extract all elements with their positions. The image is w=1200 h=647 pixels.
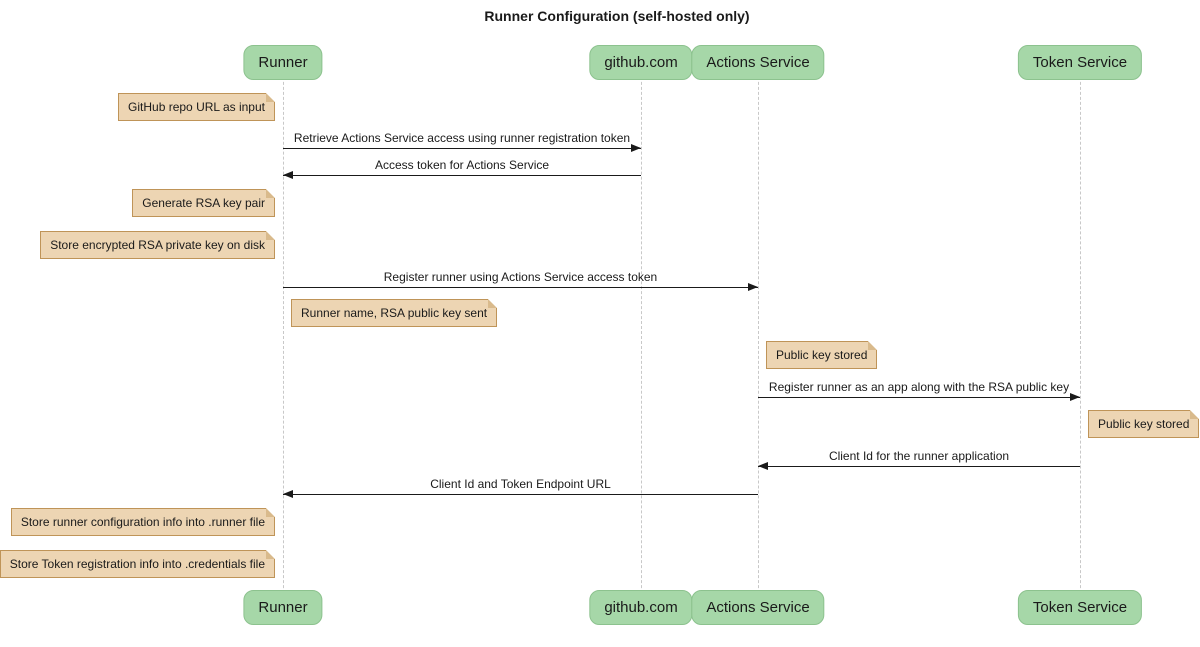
message-line-2 xyxy=(283,287,758,288)
message-line-0 xyxy=(283,148,641,149)
actor-token-service-bottom: Token Service xyxy=(1017,590,1143,625)
lifeline-runner xyxy=(282,62,284,608)
message-line-4 xyxy=(758,466,1080,467)
message-line-3 xyxy=(758,397,1080,398)
arrowhead-icon xyxy=(283,490,293,498)
actor-github-bottom: github.com xyxy=(589,590,693,625)
lifeline-actions-service xyxy=(757,62,759,608)
message-label-5: Client Id and Token Endpoint URL xyxy=(430,477,611,491)
note-0: GitHub repo URL as input xyxy=(118,93,275,121)
actor-token-service-top: Token Service xyxy=(1017,45,1143,80)
message-line-5 xyxy=(283,494,758,495)
lifeline-github xyxy=(640,62,642,608)
message-label-3: Register runner as an app along with the… xyxy=(768,380,1070,394)
arrowhead-icon xyxy=(748,283,758,291)
diagram-title: Runner Configuration (self-hosted only) xyxy=(484,8,750,24)
lifeline-token-service xyxy=(1079,62,1081,608)
note-7: Store Token registration info into .cred… xyxy=(0,550,276,578)
actor-actions-service-bottom: Actions Service xyxy=(691,590,825,625)
actor-github-top: github.com xyxy=(589,45,693,80)
arrowhead-icon xyxy=(758,462,768,470)
actor-runner-bottom: Runner xyxy=(243,590,323,625)
actor-runner-top: Runner xyxy=(243,45,323,80)
message-label-1: Access token for Actions Service xyxy=(374,158,550,172)
note-4: Public key stored xyxy=(766,341,878,369)
message-label-4: Client Id for the runner application xyxy=(828,449,1010,463)
actor-actions-service-top: Actions Service xyxy=(691,45,825,80)
note-6: Store runner configuration info into .ru… xyxy=(10,508,276,536)
arrowhead-icon xyxy=(631,144,641,152)
note-5: Public key stored xyxy=(1088,410,1200,438)
note-2: Store encrypted RSA private key on disk xyxy=(40,231,275,259)
message-line-1 xyxy=(283,175,641,176)
note-3: Runner name, RSA public key sent xyxy=(291,299,498,327)
message-label-2: Register runner using Actions Service ac… xyxy=(383,270,658,284)
arrowhead-icon xyxy=(1070,393,1080,401)
note-1: Generate RSA key pair xyxy=(132,189,275,217)
arrowhead-icon xyxy=(283,171,293,179)
message-label-0: Retrieve Actions Service access using ru… xyxy=(293,131,631,145)
